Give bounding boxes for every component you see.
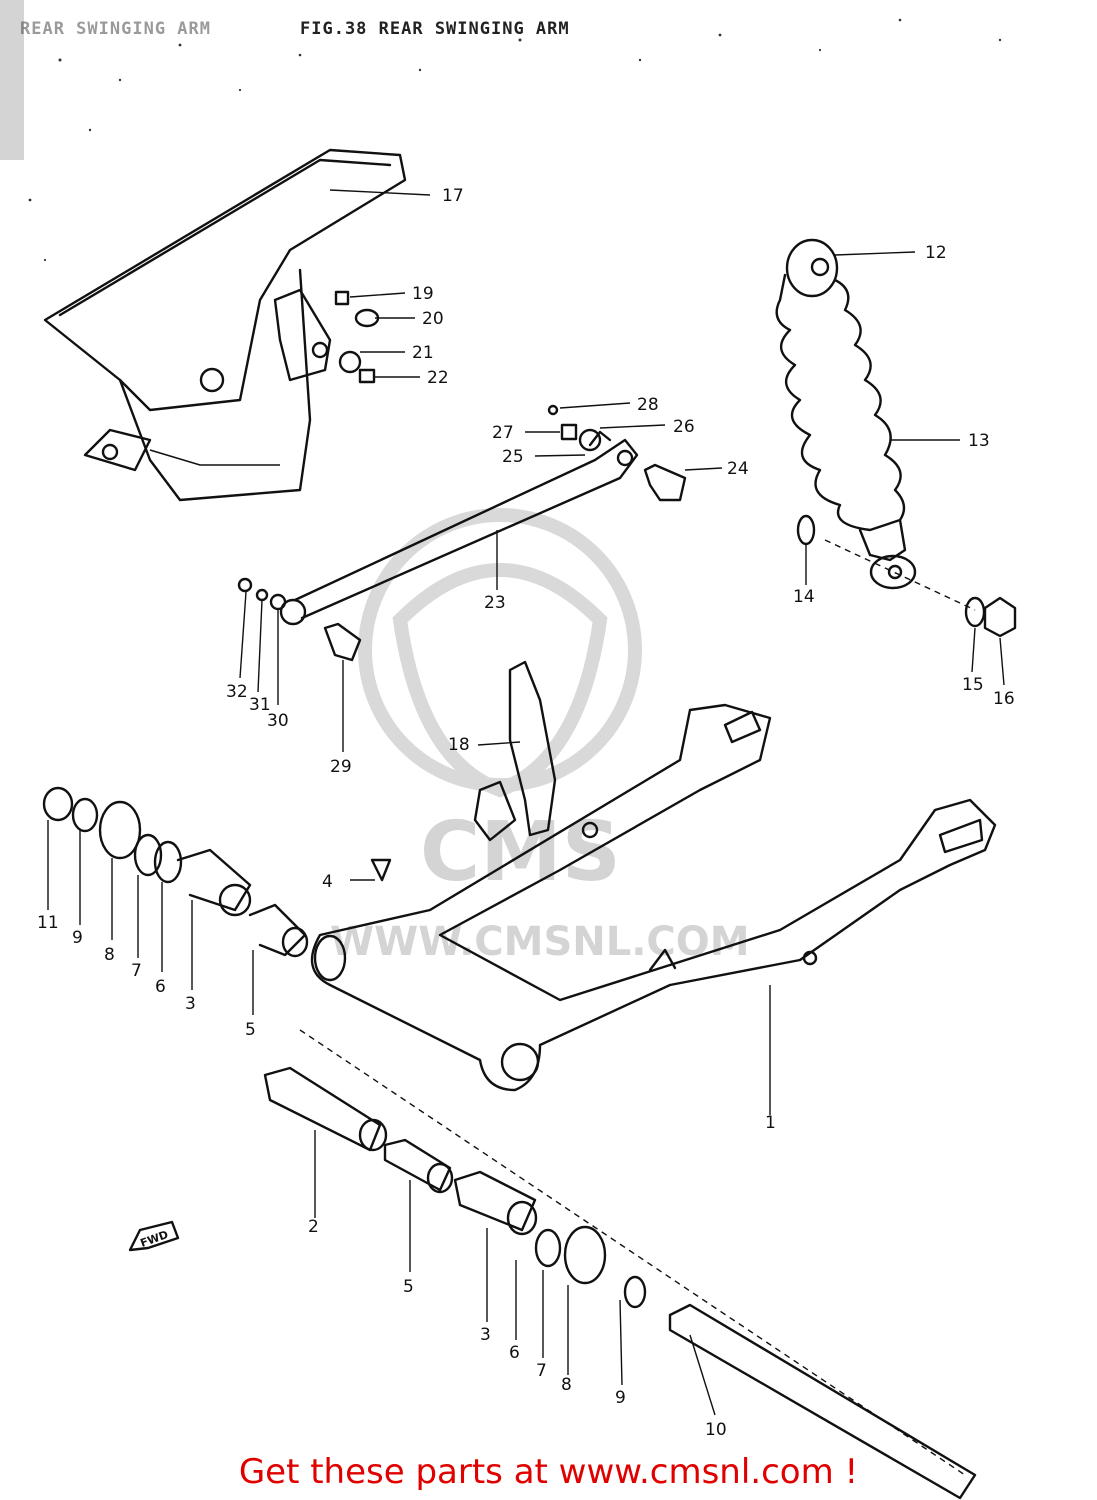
callout-3a: 3 (185, 994, 196, 1014)
callout-32: 32 (226, 682, 248, 702)
chain-guide (473, 660, 557, 842)
callout-19: 19 (412, 284, 434, 304)
scan-noise (0, 0, 1002, 262)
callout-11: 11 (37, 913, 59, 933)
callout-10: 10 (705, 1420, 727, 1440)
callout-2: 2 (308, 1217, 319, 1237)
header-title: FIG.38 REAR SWINGING ARM (300, 19, 570, 39)
callout-12: 12 (925, 243, 947, 263)
callout-3b: 3 (480, 1325, 491, 1345)
callout-30: 30 (267, 711, 289, 731)
callout-18: 18 (448, 735, 470, 755)
callout-7a: 7 (131, 961, 142, 981)
callout-15: 15 (962, 675, 984, 695)
callout-9a: 9 (72, 928, 83, 948)
callout-31: 31 (249, 695, 271, 715)
callout-22: 22 (427, 368, 449, 388)
callout-14: 14 (793, 587, 815, 607)
callout-25: 25 (502, 447, 524, 467)
swinging-arm (310, 703, 997, 1092)
header-faded: REAR SWINGING ARM (20, 19, 211, 39)
fwd-arrow-icon: FWD (128, 1220, 180, 1252)
fastener-bracket (273, 288, 380, 384)
callout-27: 27 (492, 423, 514, 443)
chain-case (43, 148, 407, 502)
callout-8a: 8 (104, 945, 115, 965)
callout-5a: 5 (245, 1020, 256, 1040)
callout-9b: 9 (615, 1388, 626, 1408)
callout-17: 17 (442, 186, 464, 206)
callout-8b: 8 (561, 1375, 572, 1395)
leader-lines (47, 189, 1005, 1416)
callout-7b: 7 (536, 1361, 547, 1381)
callout-6b: 6 (509, 1343, 520, 1363)
callout-26: 26 (673, 417, 695, 437)
callout-20: 20 (422, 309, 444, 329)
torque-link (237, 404, 687, 662)
footer-promo-text: Get these parts at www.cmsnl.com ! (238, 1452, 859, 1492)
callout-1: 1 (765, 1113, 776, 1133)
callout-6a: 6 (155, 977, 166, 997)
callout-5b: 5 (403, 1277, 414, 1297)
watermark-logo-text: CMS (420, 805, 621, 900)
callout-4: 4 (322, 872, 333, 892)
rear-shock-absorber (775, 238, 1017, 638)
callout-28: 28 (637, 395, 659, 415)
callout-16: 16 (993, 689, 1015, 709)
watermark-logo: CMS WWW.CMSNL.COM (330, 508, 750, 965)
callout-23: 23 (484, 593, 506, 613)
callout-24: 24 (727, 459, 749, 479)
watermark-url: WWW.CMSNL.COM (330, 919, 750, 965)
left-bushing-stack (42, 786, 309, 958)
right-bushing-stack (263, 1029, 977, 1500)
callout-21: 21 (412, 343, 434, 363)
callout-13: 13 (968, 431, 990, 451)
callout-29: 29 (330, 757, 352, 777)
callout-labels: 17 12 19 20 21 22 28 27 26 25 24 13 14 2… (37, 186, 1015, 1440)
